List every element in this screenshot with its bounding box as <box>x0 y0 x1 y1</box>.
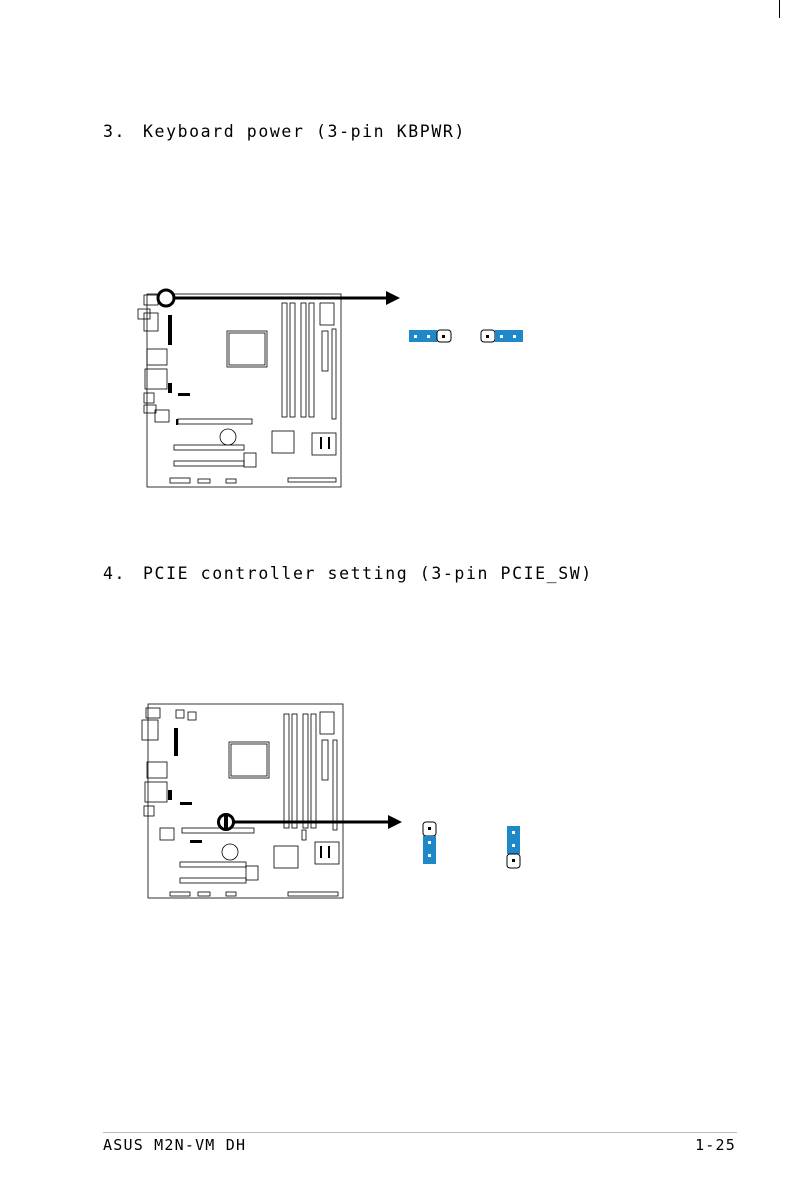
motherboard-diagram-kbpwr <box>130 285 550 495</box>
jumper-setting-1-2 <box>409 330 451 342</box>
section-heading-keyboard-power: 3.Keyboard power (3-pin KBPWR) <box>103 122 466 141</box>
section-number: 4. <box>103 564 143 583</box>
section-number: 3. <box>103 122 143 141</box>
section-title: PCIE controller setting (3-pin PCIE_SW) <box>143 564 593 583</box>
footer-page-number: 1-25 <box>695 1136 736 1154</box>
page-edge-mark <box>779 0 780 18</box>
footer-divider <box>103 1132 737 1133</box>
jumper-setting-2-3 <box>423 822 436 864</box>
kbpwr-location-marker <box>158 290 174 306</box>
jumper-setting-2-3 <box>481 330 523 342</box>
section-title: Keyboard power (3-pin KBPWR) <box>143 122 466 141</box>
jumper-setting-1-2 <box>507 826 520 868</box>
motherboard-diagram-pcie-sw <box>130 700 550 900</box>
footer-product-name: ASUS M2N-VM DH <box>103 1136 246 1154</box>
section-heading-pcie-setting: 4.PCIE controller setting (3-pin PCIE_SW… <box>103 564 593 583</box>
